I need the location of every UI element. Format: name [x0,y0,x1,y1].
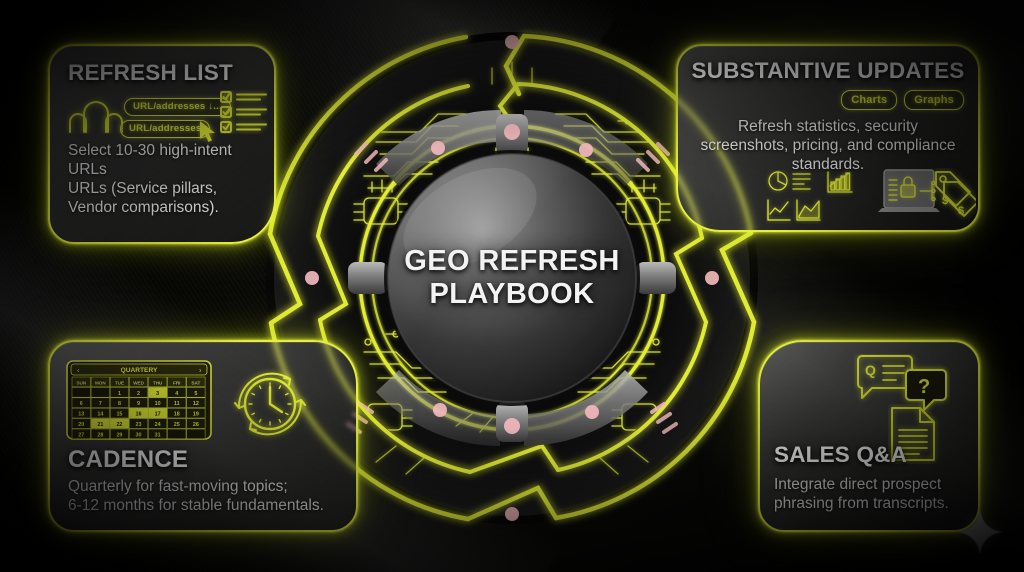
infographic-canvas: GEO REFRESH PLAYBOOK REFRESH LIST URL/ad… [0,0,1024,572]
vignette-overlay [0,0,1024,572]
